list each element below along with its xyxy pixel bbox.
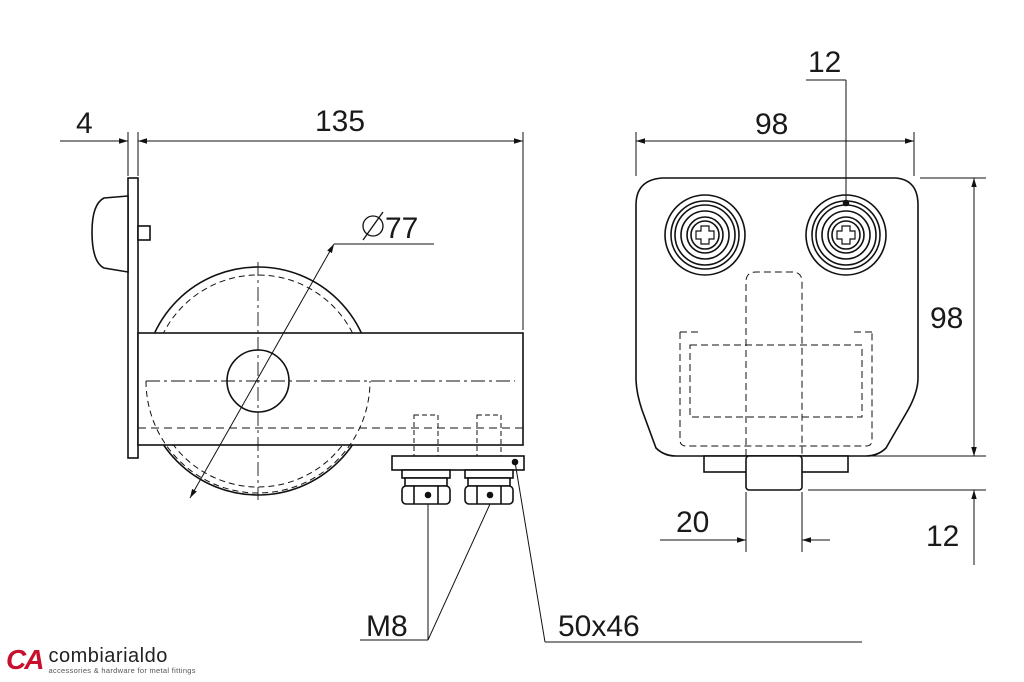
logo-text: combiarialdo accessories & hardware for …	[48, 646, 195, 675]
dim-plate: 50x46	[558, 610, 640, 643]
dim-post-height: 12	[926, 520, 959, 553]
front-center-post	[745, 455, 803, 491]
side-bump-stud	[137, 225, 151, 241]
front-dimensions	[635, 79, 986, 565]
side-bottom-plate	[391, 455, 525, 471]
front-roller-right	[805, 194, 887, 276]
side-bolt-right	[464, 469, 514, 505]
front-roller-left	[664, 194, 746, 276]
side-bump-cap	[91, 195, 129, 273]
diameter-symbol	[362, 211, 384, 241]
side-dimensions	[60, 132, 862, 643]
company-logo: CA combiarialdo accessories & hardware f…	[6, 644, 196, 676]
side-view	[91, 177, 525, 505]
dim-bolt: M8	[366, 610, 408, 643]
side-flange-plate	[127, 177, 139, 459]
dim-axle-offset: 12	[808, 46, 841, 79]
front-view	[635, 177, 919, 491]
dim-wheel-diameter: 77	[385, 212, 418, 245]
dim-front-width: 98	[755, 108, 788, 141]
logo-name: combiarialdo	[48, 644, 168, 667]
logo-tagline: accessories & hardware for metal fitting…	[48, 665, 196, 675]
dim-flange-thickness: 4	[76, 107, 93, 140]
dim-length: 135	[315, 105, 365, 138]
dim-post-width: 20	[676, 506, 709, 539]
logo-mark: CA	[6, 644, 44, 675]
side-bolt-left	[401, 469, 451, 505]
dim-front-height: 98	[930, 302, 963, 335]
